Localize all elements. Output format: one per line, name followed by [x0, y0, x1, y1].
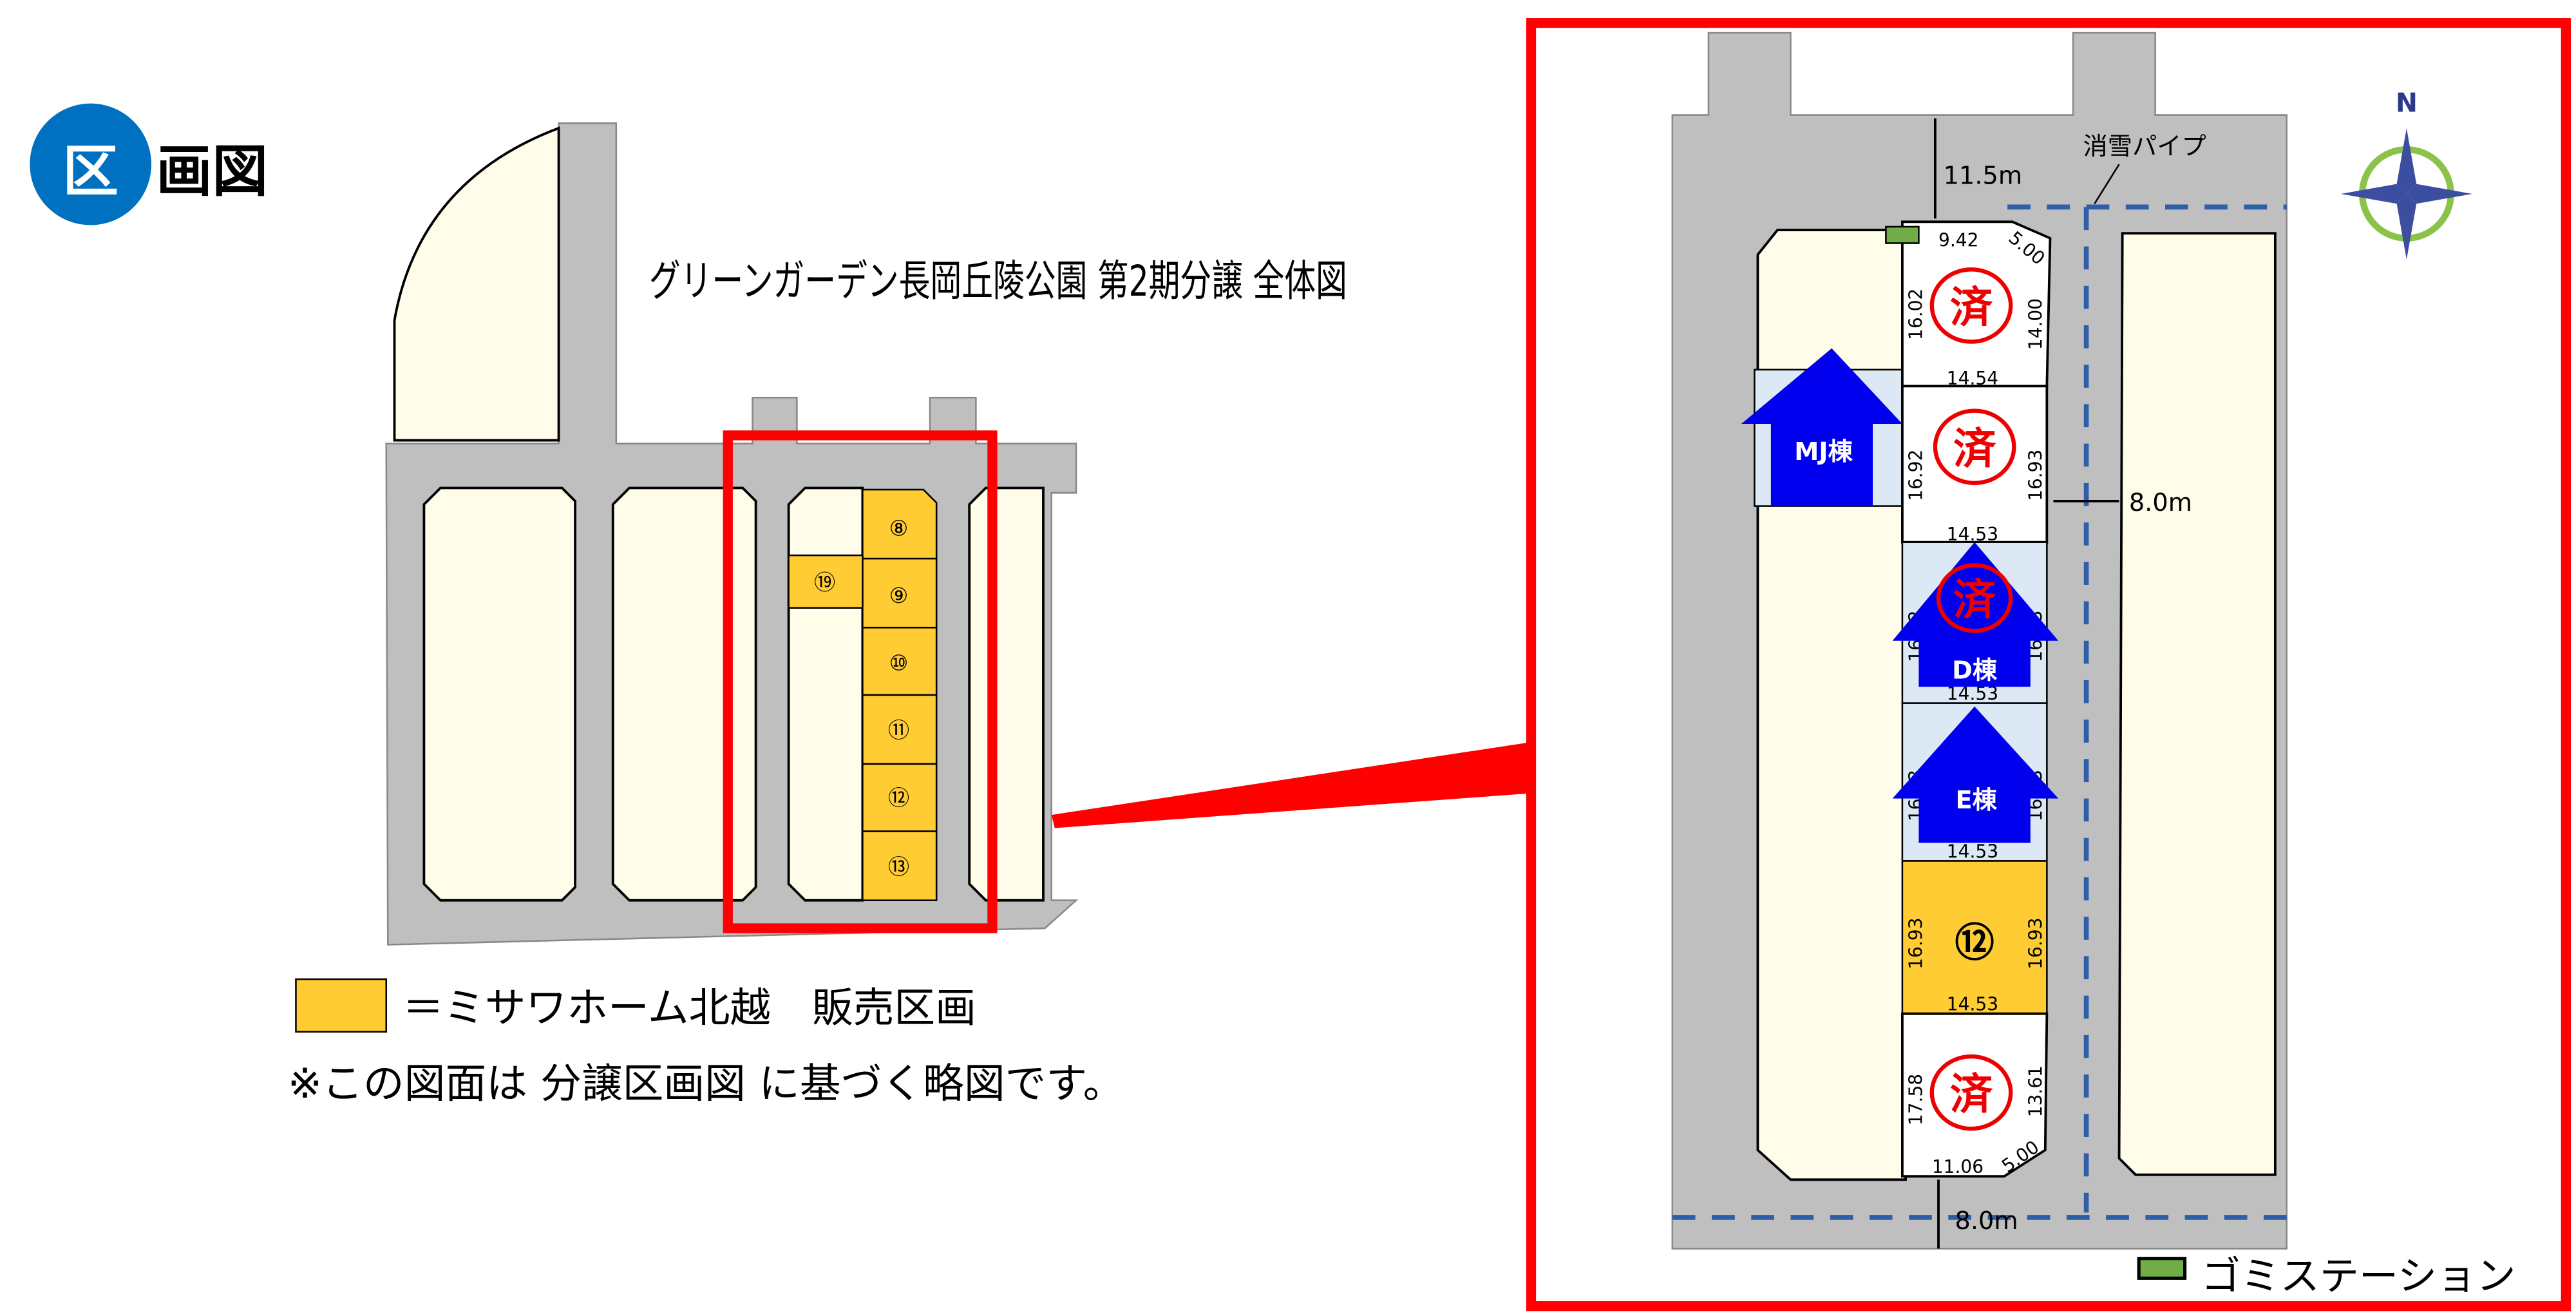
sold-mark: 済 [1936, 563, 2013, 633]
sold-mark: 済 [1929, 1054, 2013, 1131]
dim: 14.00 [2025, 298, 2047, 350]
svg-text:済: 済 [1953, 575, 1996, 625]
overview-lots: ⑧ ⑨ ⑩ ⑪ ⑫ ⑬ ⑲ [788, 488, 938, 901]
dim: 11.06 [1932, 1156, 1984, 1178]
e-arrow [1892, 706, 2059, 843]
detail-map: 9.42 5.00 16.02 14.00 14.54 16.92 16.93 … [1671, 32, 2288, 1250]
callout-connector [1051, 742, 1528, 828]
dim: 16.93 [2025, 450, 2047, 501]
d-label: D棟 [1952, 656, 1998, 685]
dim: 16.02 [1906, 289, 1927, 340]
mj-arrow [1741, 348, 1902, 506]
lot-label: ⑨ [889, 583, 909, 608]
sold-mark: 済 [1933, 408, 2016, 486]
snow-pipe-leader [2094, 164, 2120, 204]
snow-pipe-label: 消雪パイプ [2083, 132, 2206, 161]
lot-label: ⑫ [888, 785, 909, 810]
road-east-width: 8.0m [2129, 488, 2192, 517]
logo-text: 画図 [156, 140, 268, 204]
dim: 17.58 [1906, 1074, 1927, 1125]
svg-text:済: 済 [1953, 423, 1996, 473]
road-south-width: 8.0m [1955, 1206, 2018, 1235]
lot-label: ⑪ [888, 718, 909, 743]
logo-badge: 区 [62, 140, 118, 204]
dim: 14.54 [1947, 368, 1998, 389]
dim: 13.61 [2025, 1065, 2047, 1117]
sold-mark: 済 [1929, 267, 2013, 344]
svg-text:済: 済 [1950, 282, 1993, 332]
lot-label: ⑧ [889, 515, 909, 540]
mj-label: MJ棟 [1794, 437, 1853, 466]
snow-pipe-line [1672, 204, 2287, 1220]
dim: 14.53 [1947, 524, 1998, 545]
svg-text:済: 済 [1950, 1069, 1993, 1120]
dim: 14.53 [1947, 841, 1998, 862]
page-title: グリーンガーデン長岡丘陵公園 第2期分譲 全体図 [649, 256, 1347, 306]
dim: 14.53 [1947, 994, 1998, 1015]
compass-north: N [2396, 87, 2418, 118]
dim: 16.93 [1906, 918, 1927, 969]
garbage-station [1885, 225, 1920, 244]
lot-label: ⑩ [889, 651, 909, 676]
legend-note: ※この図面は 分譲区画図 に基づく略図です。 [288, 1060, 1124, 1108]
lot-label: ⑲ [814, 570, 835, 595]
overview-map: ⑧ ⑨ ⑩ ⑪ ⑫ ⑬ ⑲ [385, 122, 1079, 946]
e-label: E棟 [1955, 786, 1997, 815]
lot-12-label: ⑫ [1955, 920, 1994, 966]
compass-icon: N [2340, 87, 2472, 260]
garbage-legend-swatch [2137, 1257, 2187, 1280]
dim: 16.92 [1906, 450, 1927, 501]
lot-label: ⑬ [888, 854, 909, 879]
d-arrow [1892, 542, 2059, 687]
legend-sales: ＝ミサワホーム北越 販売区画 [402, 984, 976, 1032]
garbage-legend: ゴミステーション [2201, 1254, 2515, 1299]
road-top-width: 11.5m [1944, 162, 2022, 191]
legend-swatch [295, 978, 388, 1033]
highlight-frame [723, 430, 998, 933]
logo: 区 画図 [30, 103, 268, 225]
dim: 9.42 [1938, 230, 1978, 251]
dim: 16.93 [2025, 918, 2047, 969]
